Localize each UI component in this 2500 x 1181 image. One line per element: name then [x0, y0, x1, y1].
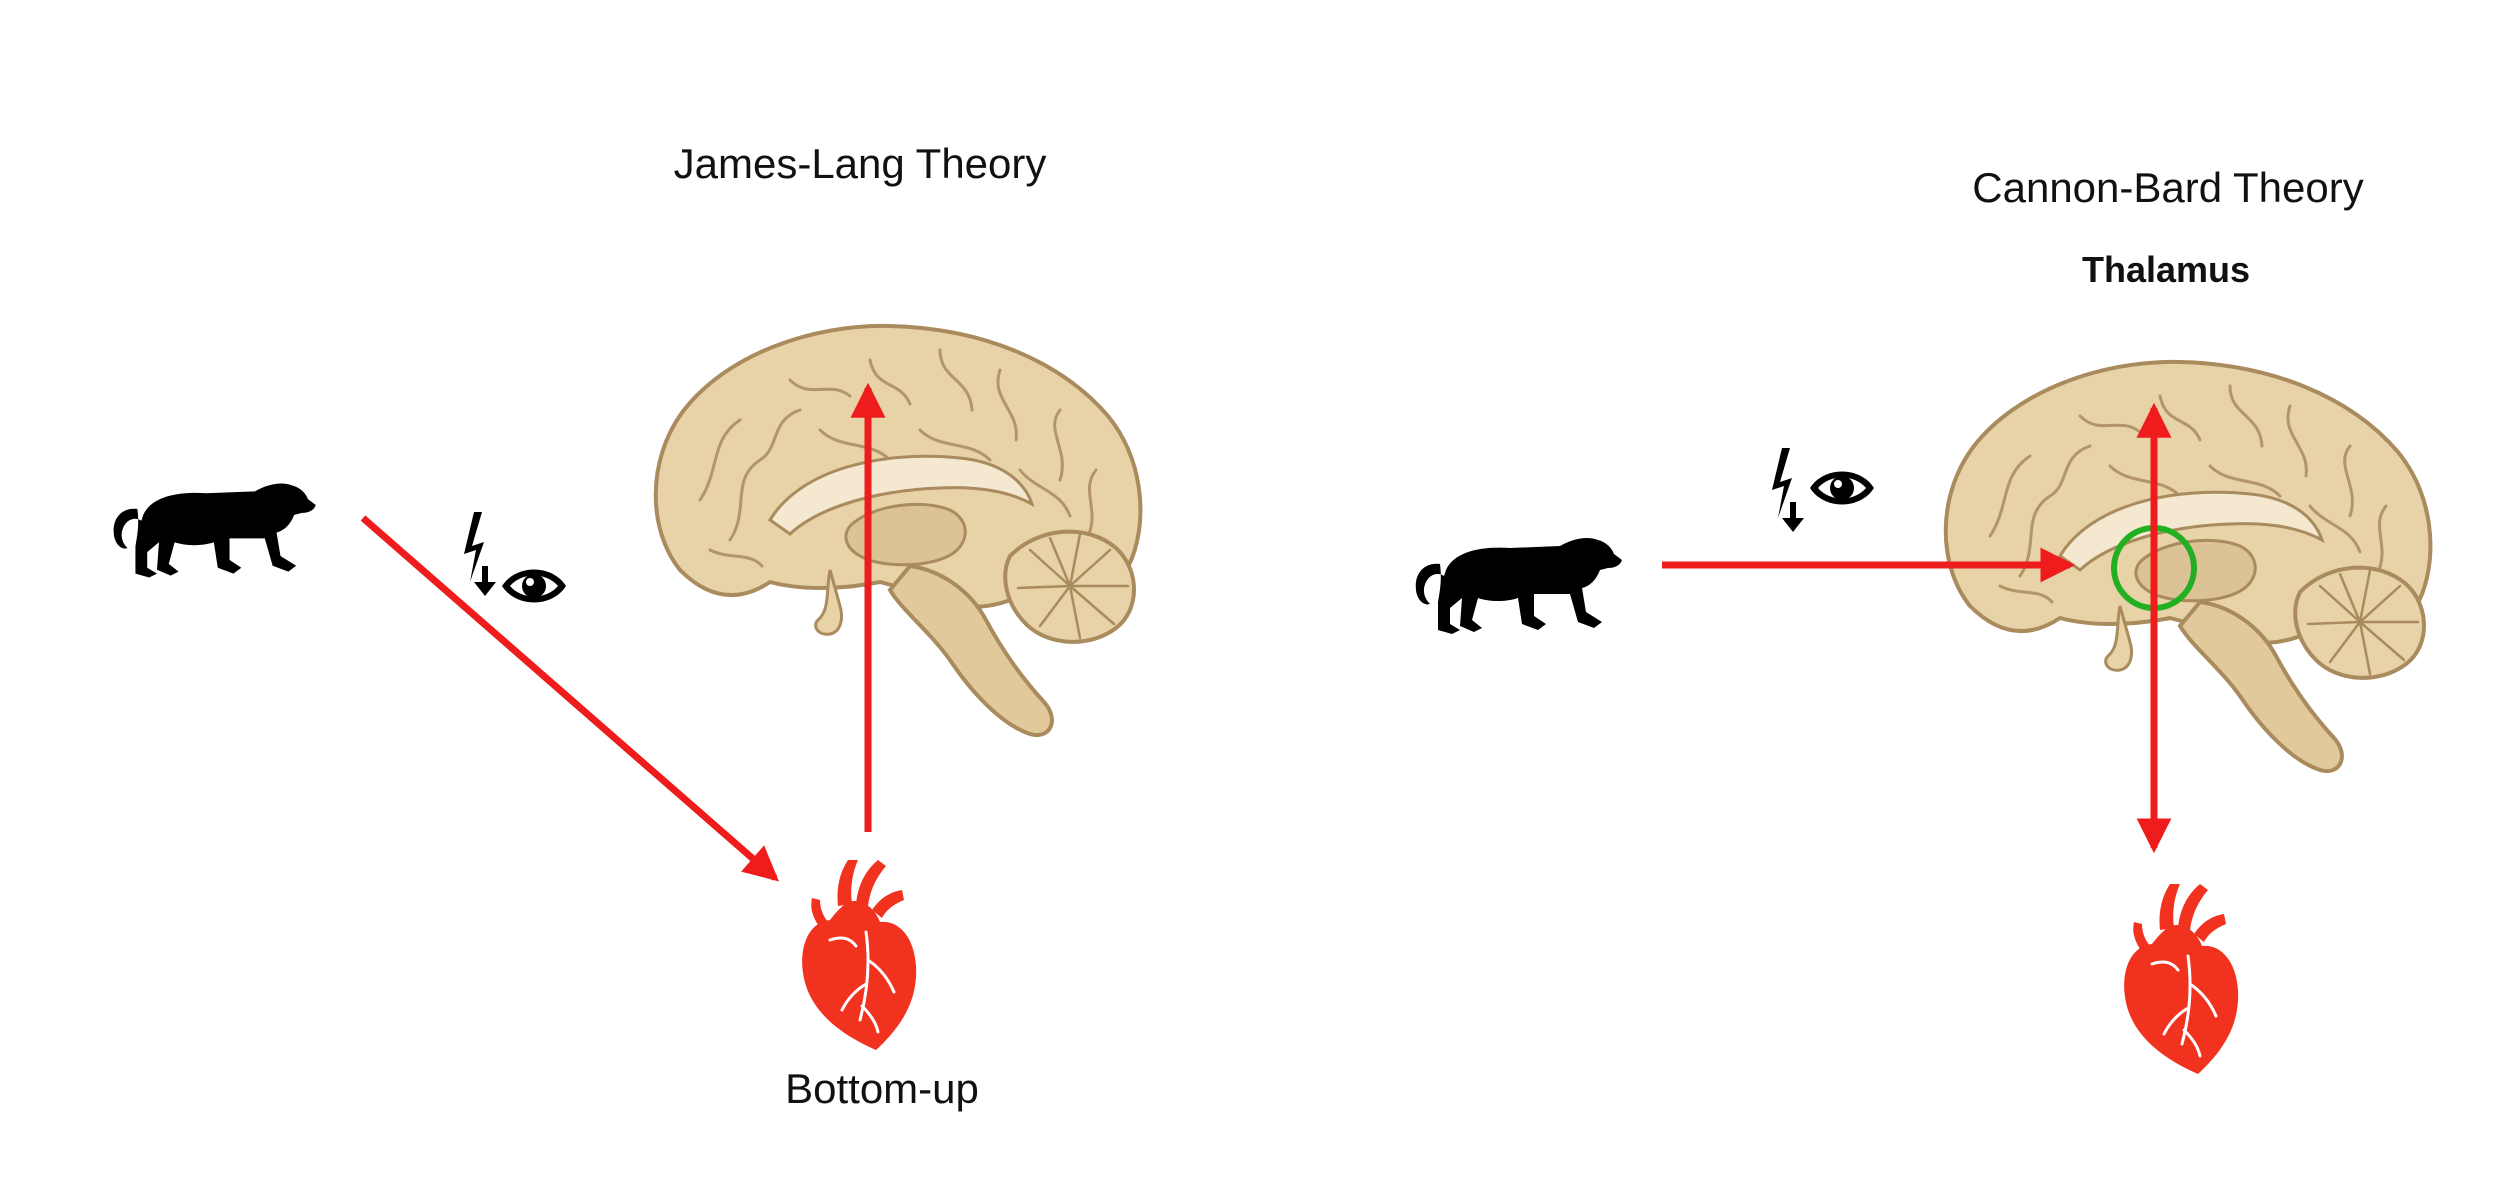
tiger-icon: [113, 483, 316, 578]
lightning-icon: [1772, 448, 1804, 532]
arrow-tiger-to-heart: [360, 515, 779, 882]
tiger-icon: [1415, 538, 1622, 634]
lightning-icon: [464, 512, 496, 596]
brain-illustration: [653, 323, 1143, 738]
cannon-bard-panel: Cannon-Bard Theory Thalamus: [1415, 164, 2433, 1076]
eye-icon: [1810, 471, 1874, 505]
james-lange-title: James-Lang Theory: [674, 140, 1047, 187]
heart-icon: [800, 858, 918, 1052]
heart-icon: [2122, 882, 2240, 1076]
eye-icon: [502, 569, 566, 603]
bottom-up-caption: Bottom-up: [785, 1065, 979, 1112]
james-lange-panel: James-Lang Theory Bottom-up: [113, 140, 1143, 1112]
cannon-bard-title: Cannon-Bard Theory: [1972, 164, 2363, 211]
thalamus-label: Thalamus: [2082, 249, 2250, 290]
